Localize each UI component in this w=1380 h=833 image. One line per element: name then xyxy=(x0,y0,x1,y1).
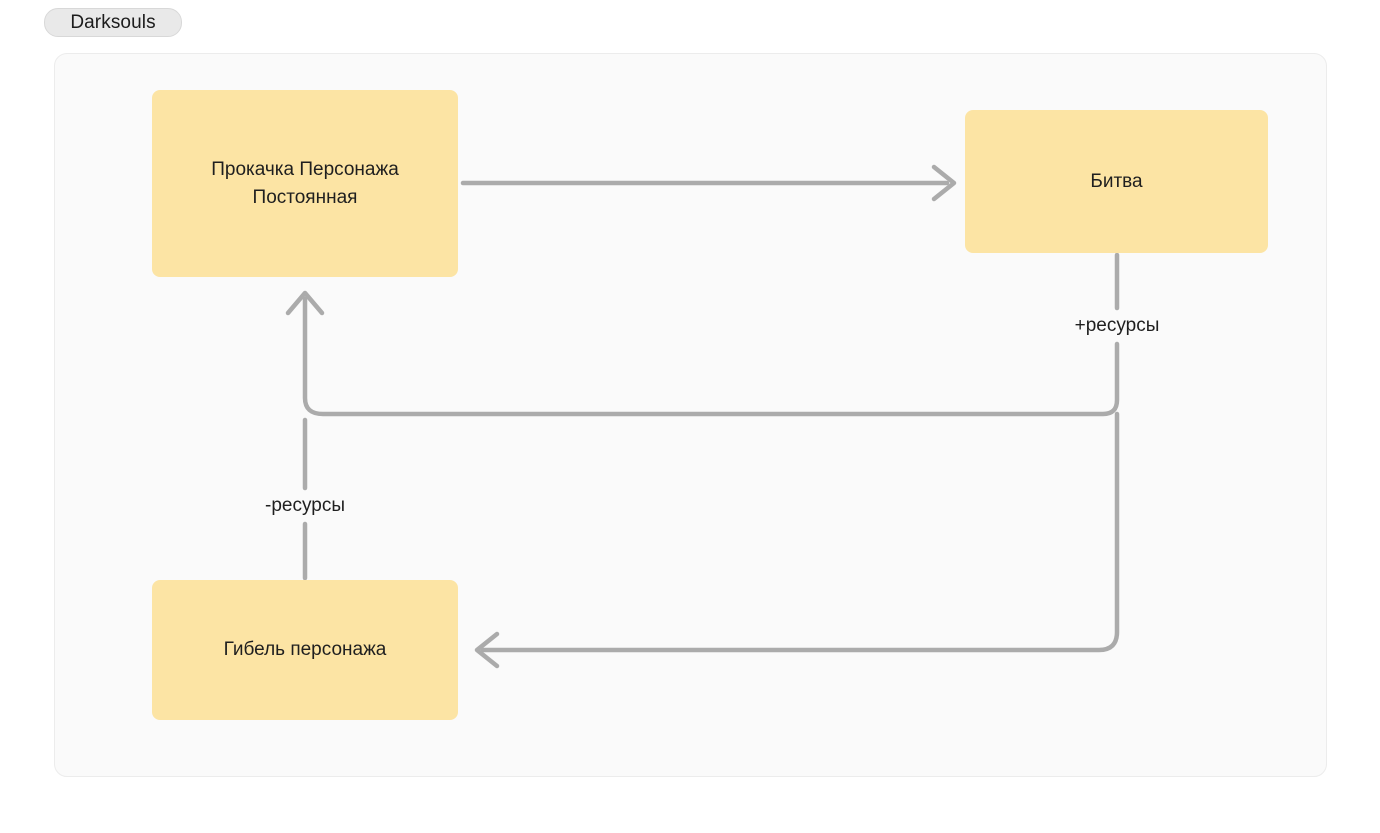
edge-progression-to-battle xyxy=(460,164,957,202)
edge-battle-to-death xyxy=(474,411,1120,669)
edge-label-minus-resources: -ресурсы xyxy=(258,492,352,520)
diagram-node-progression[interactable]: Прокачка Персонажа Постоянная xyxy=(152,90,458,277)
edge-battle-to-progression xyxy=(285,252,1120,417)
diagram-title-badge[interactable]: Darksouls xyxy=(44,8,182,37)
diagram-node-battle[interactable]: Битва xyxy=(965,110,1268,253)
diagram-node-death[interactable]: Гибель персонажа xyxy=(152,580,458,720)
edge-label-plus-resources: +ресурсы xyxy=(1067,312,1167,340)
